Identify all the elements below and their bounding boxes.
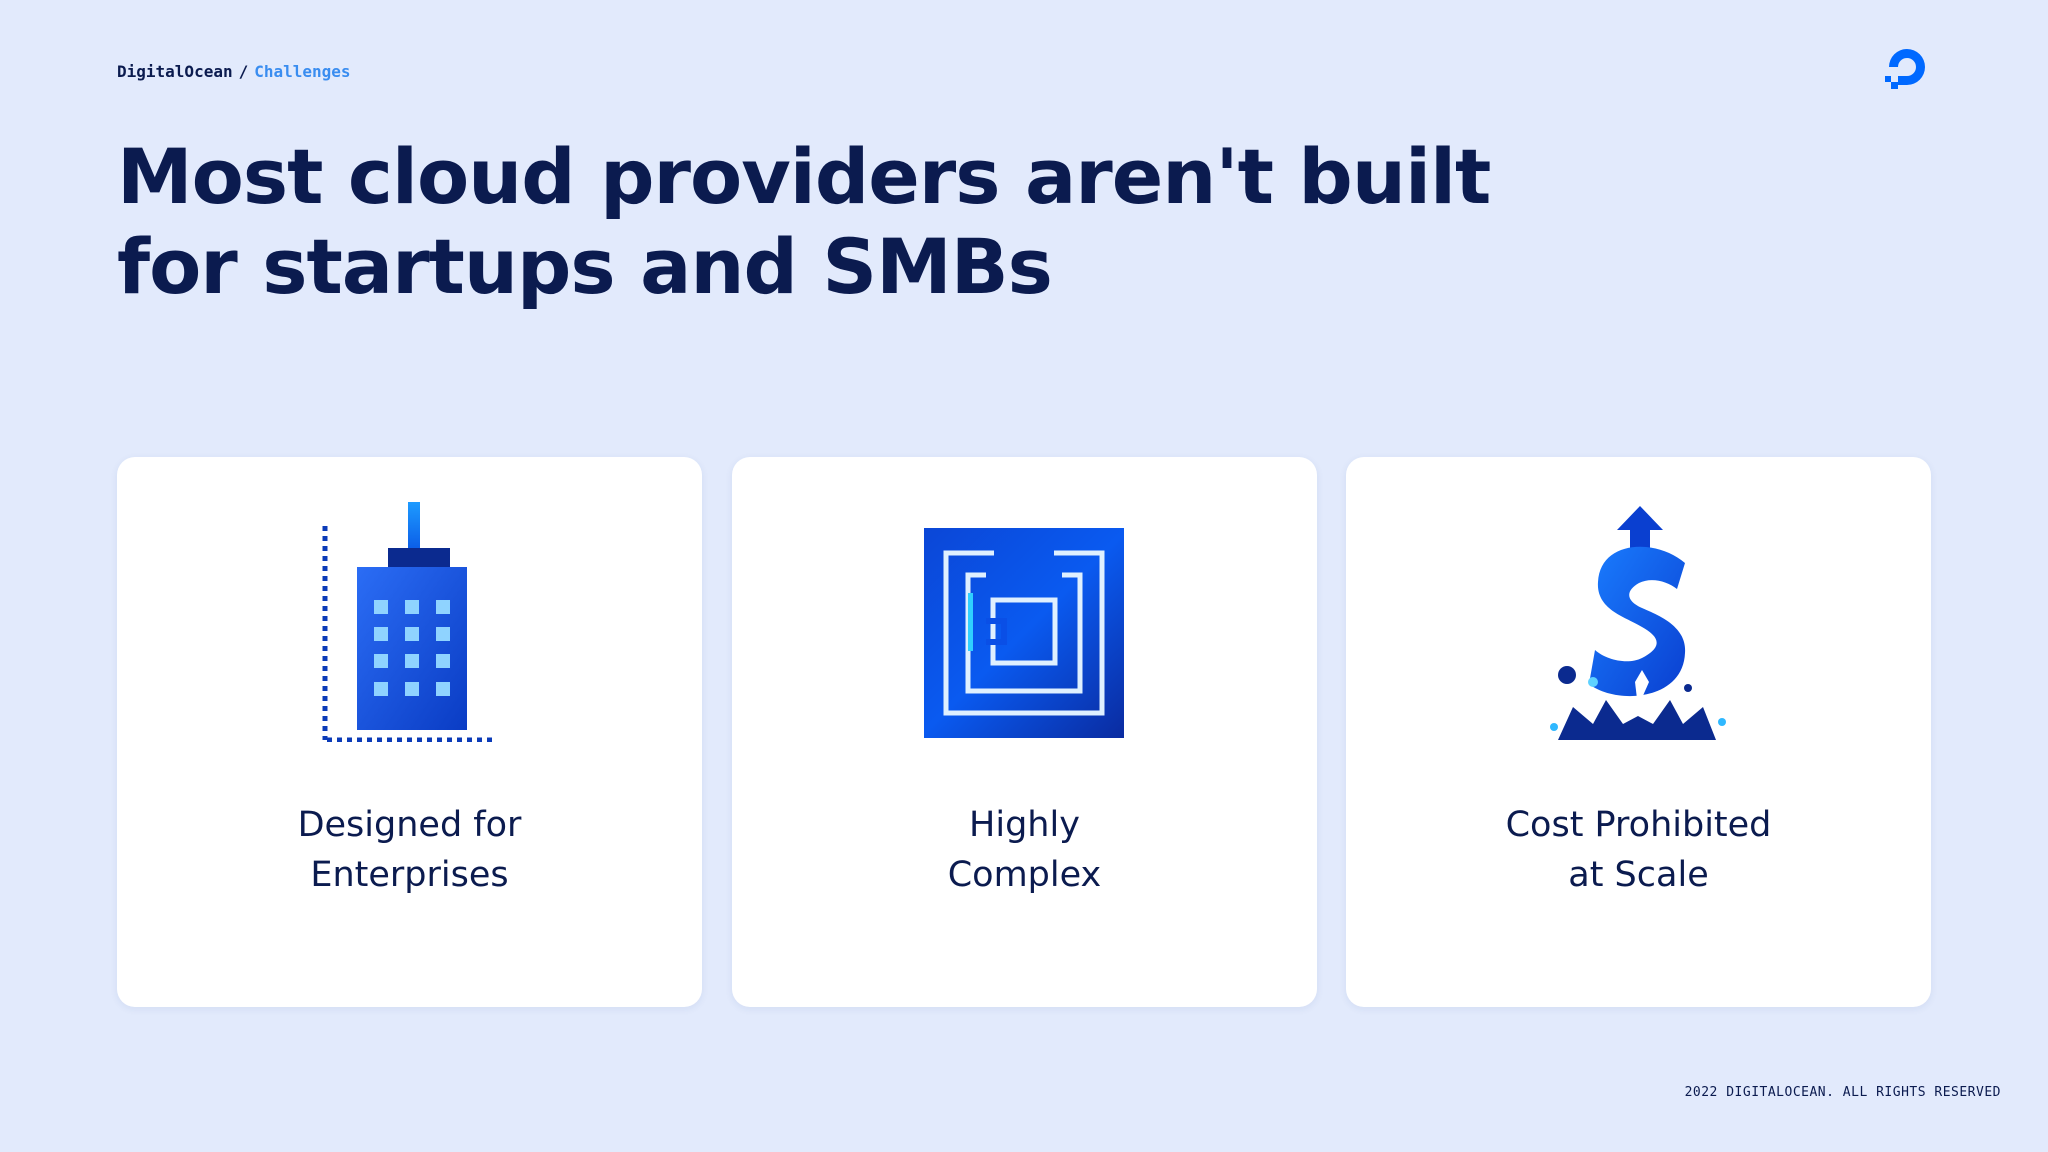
card-label-line-1: Cost Prohibited [1505, 805, 1772, 845]
card-label-line-2: Enterprises [310, 855, 509, 895]
card-label-line-2: at Scale [1568, 855, 1709, 895]
card-label: Highly Complex [732, 800, 1317, 900]
card-cost: Cost Prohibited at Scale [1346, 457, 1931, 1007]
dollar-sign-rising-icon [1346, 457, 1931, 787]
breadcrumb-brand[interactable]: DigitalOcean [117, 62, 233, 81]
challenge-cards: Designed for Enterprises [117, 457, 1931, 1007]
maze-icon [732, 457, 1317, 787]
page-title-line-1: Most cloud providers aren't built [117, 132, 1491, 221]
copyright-footer: 2022 DIGITALOCEAN. ALL RIGHTS RESERVED [1684, 1085, 2001, 1100]
card-label-line-2: Complex [947, 855, 1102, 895]
digitalocean-logo-icon[interactable] [1882, 42, 1932, 92]
card-label-line-1: Highly [969, 805, 1080, 845]
breadcrumb-current: Challenges [254, 62, 351, 81]
card-enterprises: Designed for Enterprises [117, 457, 702, 1007]
office-building-icon [117, 457, 702, 787]
breadcrumb-separator: / [238, 62, 249, 81]
card-label-line-1: Designed for [297, 805, 522, 845]
page-title: Most cloud providers aren't built for st… [117, 132, 1491, 312]
card-label: Cost Prohibited at Scale [1346, 800, 1931, 900]
card-label: Designed for Enterprises [117, 800, 702, 900]
card-complex: Highly Complex [732, 457, 1317, 1007]
page-title-line-2: for startups and SMBs [117, 222, 1053, 311]
breadcrumb: DigitalOcean / Challenges [117, 62, 351, 81]
